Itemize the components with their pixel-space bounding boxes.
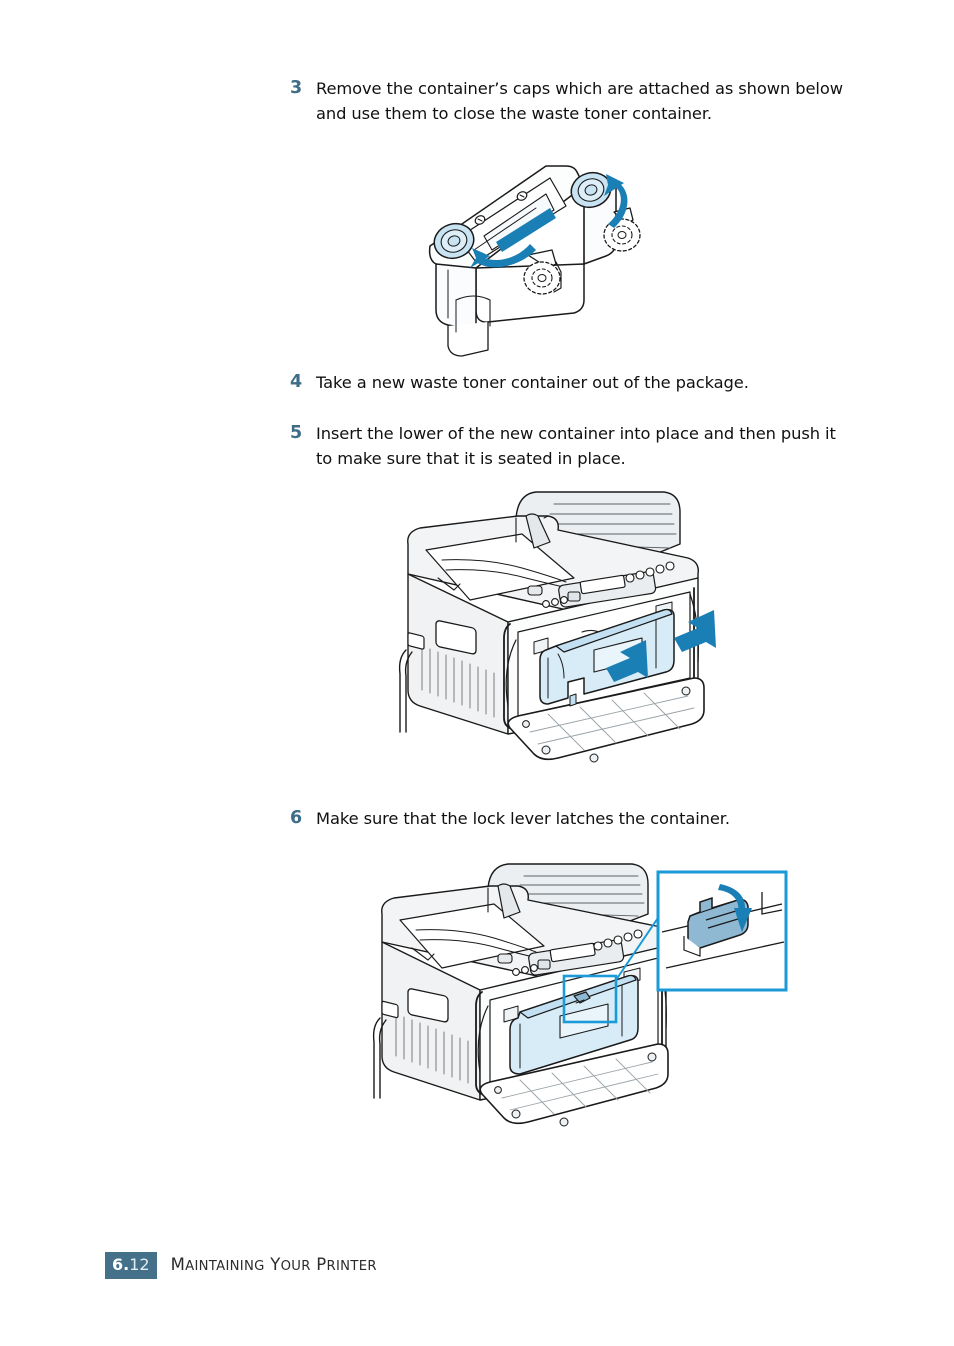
lcd-display [549, 942, 596, 963]
page-number-major: 6. [112, 1255, 130, 1274]
arrow-push-lower [606, 640, 648, 682]
container-foot-a [569, 693, 577, 707]
step-5-text: Insert the lower of the new container in… [316, 424, 836, 468]
paper-guide [497, 883, 521, 919]
page-number-minor: 12 [129, 1255, 150, 1274]
tray-stop-tab [437, 577, 461, 591]
left-handle-recess [435, 620, 477, 655]
panel-key [567, 591, 581, 602]
power-cord [398, 649, 407, 733]
panel-led-2 [603, 938, 613, 948]
power-socket [407, 632, 425, 650]
container-lower-spout [447, 321, 489, 357]
callout-box [656, 870, 788, 992]
container-channel-line [473, 207, 537, 251]
figure-printer-lock-lever [370, 858, 790, 1127]
output-tray [425, 533, 575, 601]
panel-button-2 [551, 598, 559, 606]
printer-left-side [381, 941, 481, 1101]
printer-left-side [407, 573, 509, 735]
panel-led-3 [613, 935, 623, 945]
front-cover-open [507, 677, 705, 761]
paper-guide [525, 513, 551, 549]
footer-word-1-first: M [170, 1254, 186, 1274]
arrow-curved-right [604, 174, 628, 228]
cover-stud-c [559, 1117, 569, 1127]
panel-button-2 [521, 966, 529, 974]
figure-printer-insert-container [398, 482, 738, 772]
power-socket [381, 1000, 399, 1019]
arrow-push-upper [674, 610, 716, 652]
panel-button-3 [560, 596, 568, 604]
panel-led-1 [593, 941, 603, 951]
footer-chapter-title: MAINTAINING YOUR PRINTER [171, 1255, 377, 1277]
lock-lever-on-printer [573, 991, 591, 1004]
cover-stud-a [681, 686, 691, 696]
spout-inner-curve [455, 295, 491, 327]
top-latch-button [527, 585, 543, 596]
cover-hinge-left [477, 1005, 489, 1073]
step-6-number: 6 [290, 808, 303, 828]
arrow-down [718, 884, 752, 932]
step-3-text: Remove the container’s caps which are at… [316, 79, 843, 123]
cap-port-left [433, 222, 475, 260]
cover-stud-b [541, 745, 551, 755]
cover-stud-c [589, 753, 599, 763]
cover-hinge-left [505, 639, 517, 707]
step-4-number: 4 [290, 372, 303, 392]
panel-led-3 [645, 567, 655, 577]
lock-lever-highlight [562, 974, 618, 1024]
plug-cap-left [523, 249, 562, 295]
panel-button-1 [512, 968, 520, 976]
tray-paper-line-a [441, 559, 567, 583]
footer-word-2-rest: OUR [280, 1258, 311, 1274]
cover-stud-d [522, 720, 530, 728]
figure-waste-toner-container-caps [418, 150, 668, 357]
arrow-curved-left [470, 244, 536, 268]
footer-word-3-first: P [316, 1254, 327, 1274]
page-footer: 6.12 MAINTAINING YOUR PRINTER [105, 1252, 377, 1279]
waste-toner-container [539, 608, 675, 707]
step-3: 3 Remove the container’s caps which are … [290, 76, 850, 126]
panel-led-5 [633, 929, 643, 939]
lcd-display [579, 574, 626, 595]
step-6: 6 Make sure that the lock lever latches … [290, 806, 850, 831]
page-number-badge: 6.12 [105, 1252, 157, 1279]
cover-stud-b [511, 1109, 521, 1119]
panel-button-3 [530, 964, 538, 972]
cover-stud-a [647, 1052, 657, 1062]
panel-led-4 [655, 564, 665, 574]
container-top-rail [555, 608, 673, 653]
panel-led-1 [625, 573, 635, 583]
panel-key [537, 959, 551, 970]
callout-surface-edge [761, 892, 783, 915]
panel-led-5 [665, 561, 675, 571]
control-panel [512, 929, 643, 976]
arrow-shaft-left [496, 208, 556, 252]
tray-paper-line-a [415, 929, 537, 953]
output-tray [399, 903, 545, 969]
step-6-text: Make sure that the lock lever latches th… [316, 809, 730, 828]
tray-stop-tab [411, 947, 435, 961]
step-5: 5 Insert the lower of the new container … [290, 421, 850, 471]
footer-word-3-rest: RINTER [326, 1258, 377, 1274]
step-4: 4 Take a new waste toner container out o… [290, 370, 850, 395]
step-4-text: Take a new waste toner container out of … [316, 373, 749, 392]
power-cord [372, 1017, 381, 1099]
panel-led-2 [635, 570, 645, 580]
step-5-number: 5 [290, 423, 303, 443]
step-3-number: 3 [290, 78, 303, 98]
panel-led-4 [623, 932, 633, 942]
tray-paper-line-b [445, 569, 569, 589]
tray-paper-line-b [419, 939, 539, 959]
top-latch-button [497, 953, 513, 964]
cover-stud-d [494, 1086, 502, 1094]
cap-port-right [570, 171, 612, 209]
footer-word-2-first: Y [270, 1254, 281, 1274]
panel-button-1 [542, 600, 550, 608]
footer-word-1-rest: AINTAINING [185, 1258, 265, 1274]
control-panel [542, 561, 675, 608]
left-handle-recess [407, 988, 449, 1023]
